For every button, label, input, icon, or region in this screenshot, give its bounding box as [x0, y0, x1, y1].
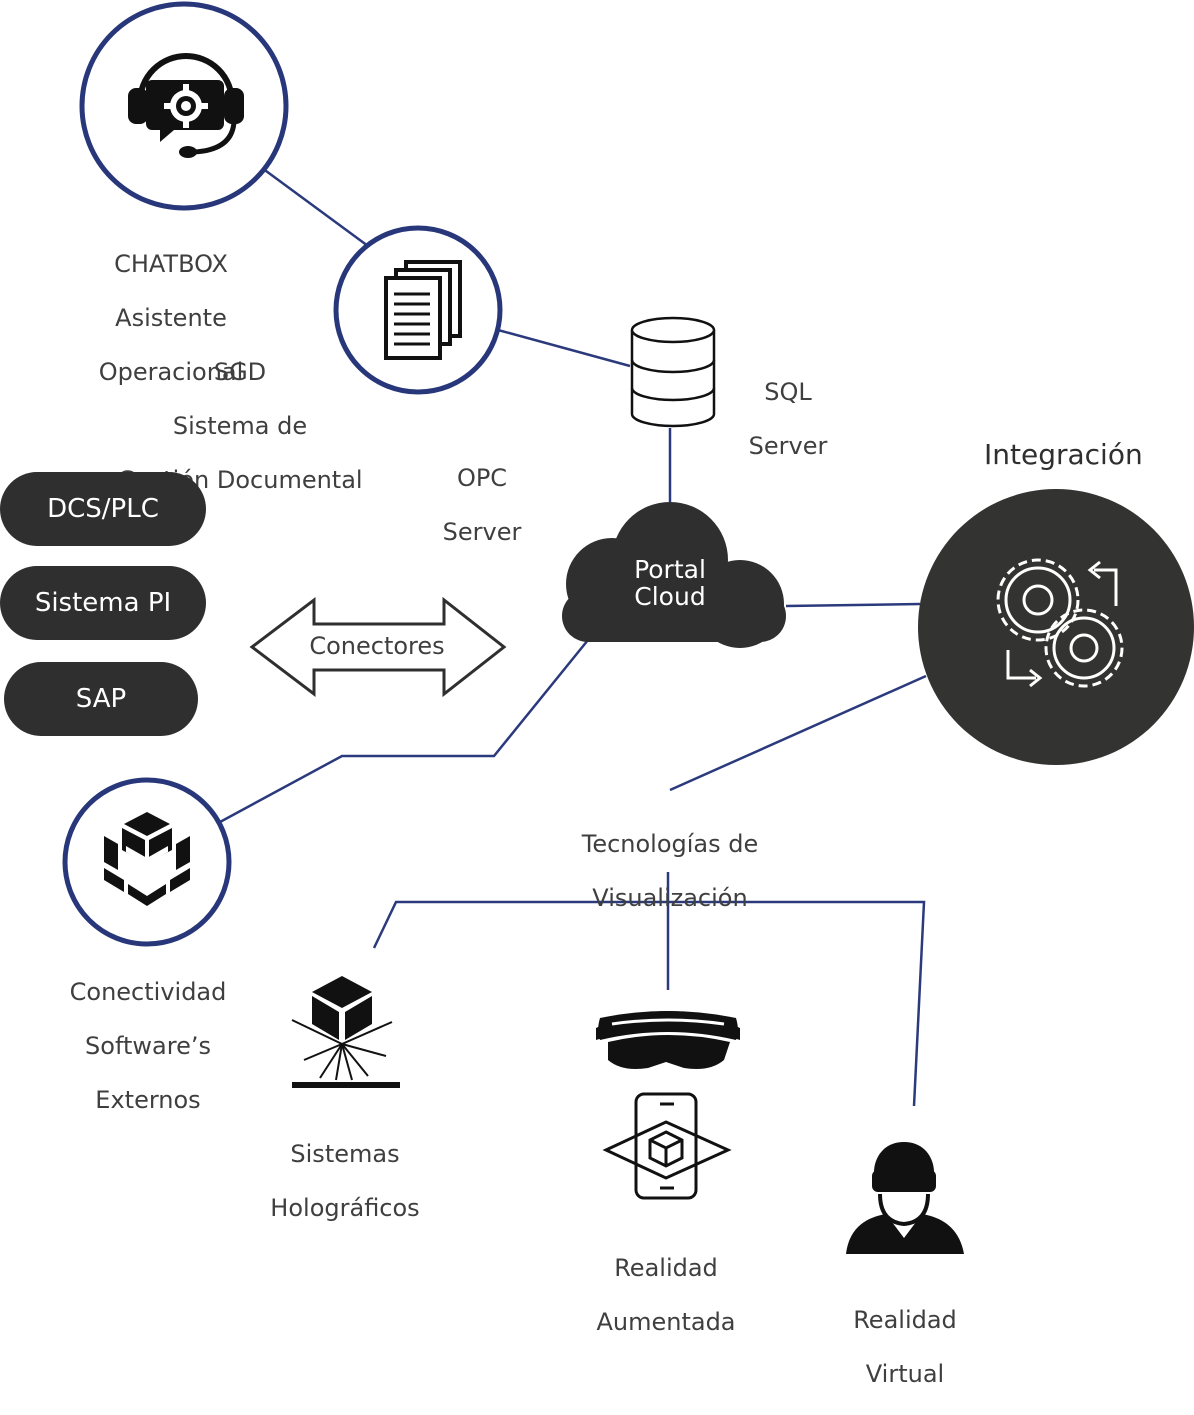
holographic-label-line-1: Sistemas	[290, 1140, 400, 1168]
connectivity-label: Conectividad Software’s Externos	[60, 952, 236, 1141]
system-pill-sap: SAP	[4, 662, 198, 736]
system-pill-dcs-plc: DCS/PLC	[0, 472, 206, 546]
line-cloud-connectivity	[219, 639, 589, 824]
vr-label-line-2: Virtual	[865, 1360, 945, 1388]
connectivity-label-line-1: Conectividad	[69, 978, 227, 1006]
connectivity-label-line-3: Externos	[95, 1086, 201, 1114]
integration-node	[918, 489, 1194, 765]
line-chatbox-sgd	[261, 166, 369, 248]
opc-label-line-1: OPC	[456, 464, 508, 492]
cloud-label-line-2: Cloud	[634, 582, 706, 611]
visualization-label-line-1: Tecnologías de	[581, 830, 759, 858]
chatbox-node	[79, 1, 289, 211]
cloud-label: Portal Cloud	[620, 556, 720, 610]
cloud-icon	[562, 502, 786, 648]
sgd-node	[333, 225, 503, 395]
opc-label: OPC Server	[432, 438, 532, 573]
chatbox-label-line-1: CHATBOX	[114, 250, 228, 278]
holographic-label-line-2: Holográficos	[270, 1194, 420, 1222]
connectors-arrow	[249, 596, 507, 698]
sgd-label: SGD Sistema de Gestión Documental	[110, 332, 370, 521]
gears-sync-icon	[996, 558, 1124, 688]
sql-label-line-2: Server	[748, 432, 828, 460]
visualization-label: Tecnologías de Visualización	[560, 804, 780, 939]
line-sgd-sql	[497, 328, 631, 368]
chatbox-label: CHATBOX Asistente Operacional	[96, 224, 246, 413]
cubes-icon	[104, 812, 190, 906]
visualization-label-line-2: Visualización	[592, 884, 748, 912]
sgd-label-line-2: Sistema de	[172, 412, 308, 440]
sql-label: SQL Server	[740, 352, 836, 487]
connectivity-node	[62, 777, 232, 947]
opc-label-line-2: Server	[442, 518, 522, 546]
integration-title: Integración	[984, 438, 1143, 471]
line-cloud-integration	[785, 602, 921, 608]
vr-label-line-1: Realidad	[853, 1306, 957, 1334]
vr-label: Realidad Virtual	[846, 1280, 964, 1415]
cloud-label-line-1: Portal	[634, 555, 706, 584]
connectors-label: Conectores	[309, 632, 445, 660]
ar-headset-phone-icon	[596, 1011, 740, 1200]
ar-label-line-1: Realidad	[614, 1254, 718, 1282]
line-visualization-branches	[372, 900, 926, 1107]
chatbox-label-line-3: Operacional	[98, 358, 244, 386]
holographic-label: Sistemas Holográficos	[262, 1114, 428, 1249]
vr-user-icon	[846, 1142, 964, 1254]
line-integration-visualization	[669, 674, 927, 792]
connectivity-label-line-2: Software’s	[85, 1032, 211, 1060]
system-pill-sistema-pi: Sistema PI	[0, 566, 206, 640]
connection-lines	[219, 166, 927, 1107]
ar-label-line-2: Aumentada	[596, 1308, 736, 1336]
documents-icon	[384, 260, 462, 360]
sql-label-line-1: SQL	[764, 378, 812, 406]
headset-gear-icon	[128, 53, 244, 158]
ar-label: Realidad Aumentada	[590, 1228, 742, 1363]
diagram-canvas	[62, 1, 1194, 1254]
hologram-cube-icon	[291, 976, 400, 1088]
database-icon	[630, 316, 716, 428]
chatbox-label-line-2: Asistente	[115, 304, 227, 332]
sgd-label-line-1: SGD	[213, 358, 267, 386]
